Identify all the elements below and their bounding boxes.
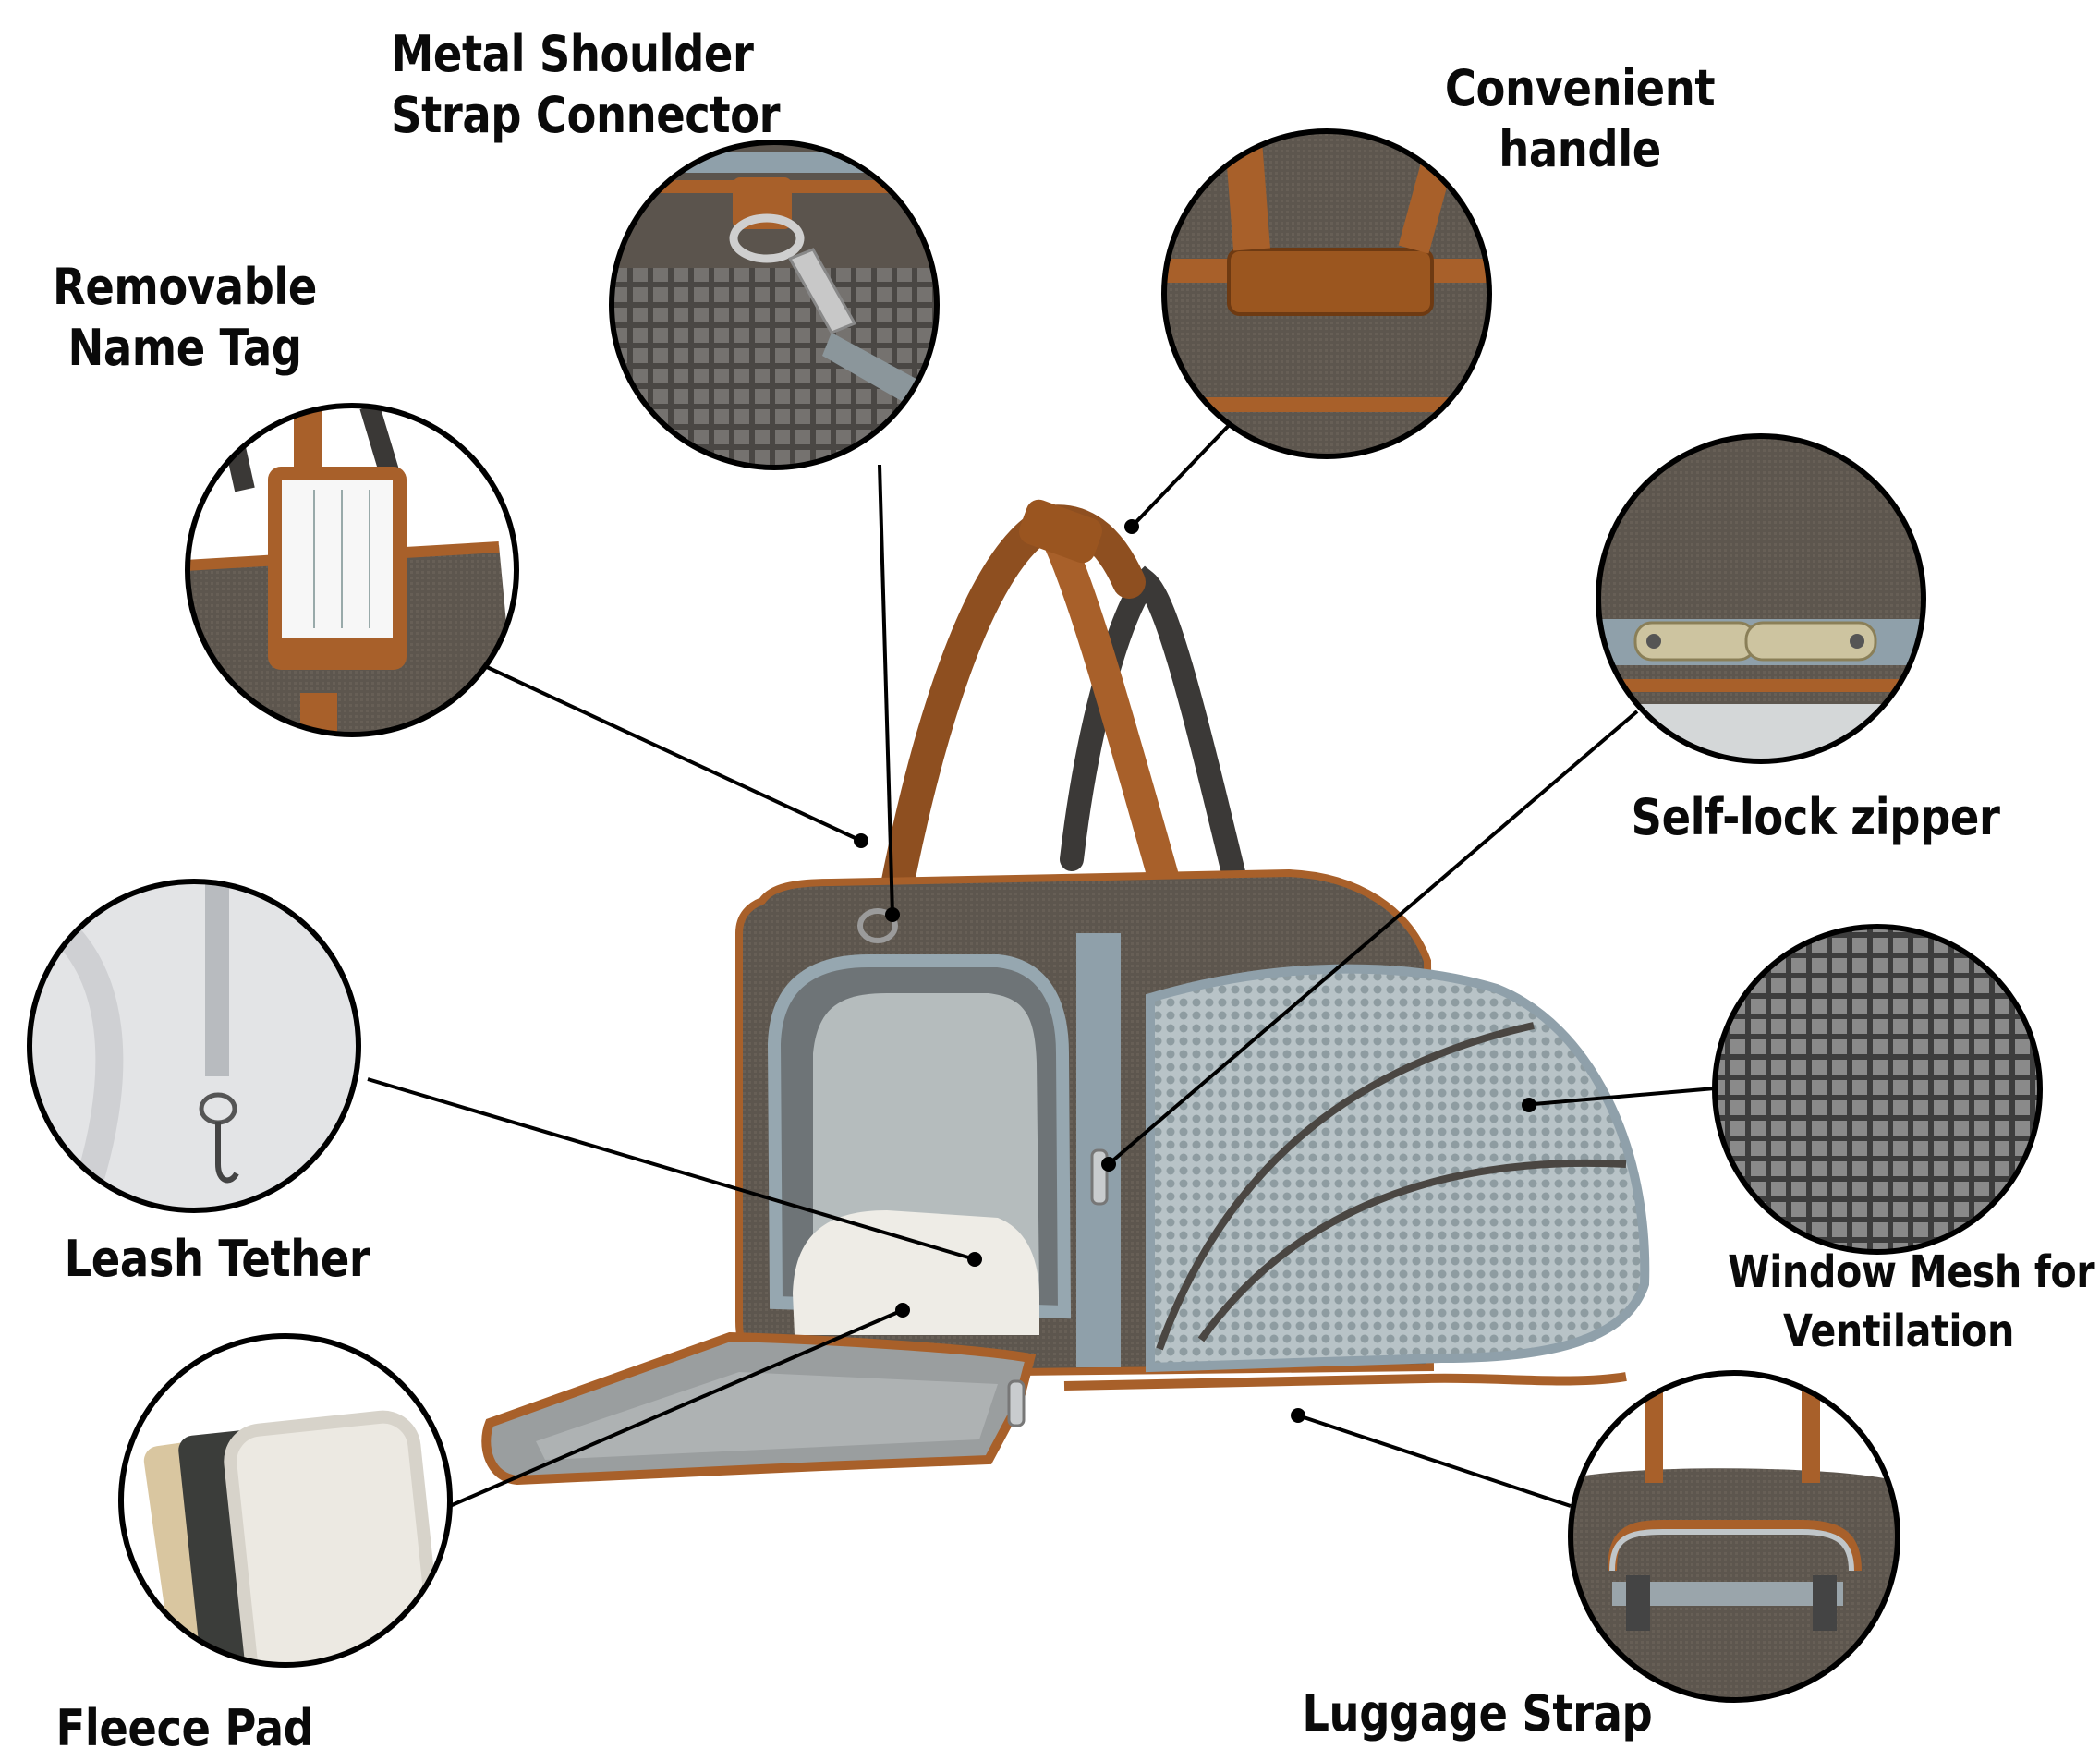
leader-metal [878,464,894,916]
dot-leash [967,1252,982,1267]
label-mesh-line1: Window Mesh for [1728,1246,2095,1298]
label-luggage-line1: Luggage Strap [1302,1684,1653,1743]
label-handle: Convenient handle [1417,58,1743,180]
label-zipper-line1: Self-lock zipper [1631,788,2000,846]
dot-handle [1124,519,1139,534]
dot-luggage [1291,1408,1305,1423]
label-metal-connector-line1: Metal Shoulder [391,25,754,83]
label-name-tag-line1: Removable [53,258,317,316]
tag-icon [185,403,519,737]
luggage-strap-icon [1568,1370,1900,1703]
fleece-pad-icon [118,1333,453,1668]
leader-lines [367,414,1716,1508]
dot-tag [854,833,868,848]
label-mesh: Window Mesh for Ventilation [1728,1243,2095,1361]
flap-zipper-pull [1007,1379,1026,1427]
label-metal-connector-line2: Strap Connector [391,86,781,144]
leader-mesh [1533,1087,1716,1106]
leader-fleece [449,1308,904,1508]
label-fleece: Fleece Pad [42,1698,328,1759]
fleece-pad-inside [793,1210,1039,1335]
label-leash: Leash Tether [55,1229,381,1290]
label-handle-line1: Convenient [1444,59,1716,117]
label-mesh-line2: Ventilation [1783,1306,2014,1357]
expansion-seam-2 [1197,1159,1627,1342]
handle-wrap [1018,499,1103,564]
leader-luggage [1297,1414,1572,1508]
dot-zipper [1101,1157,1116,1172]
label-zipper: Self-lock zipper [1601,787,2030,848]
label-leash-line1: Leash Tether [64,1230,370,1288]
back-strap [1060,565,1250,904]
d-ring [857,908,898,943]
label-handle-line2: handle [1499,120,1661,178]
label-name-tag-line2: Name Tag [67,319,302,377]
label-luggage: Luggage Strap [1302,1683,1653,1744]
front-flap-mesh [536,1372,998,1460]
expansion-seam-1 [1156,1022,1535,1351]
leader-handle [1130,414,1240,528]
leader-zipper [1107,710,1639,1166]
leader-dots [854,519,1536,1423]
dot-metal [885,907,900,922]
bag-base-trim [1063,1372,1627,1391]
dot-mesh [1522,1098,1536,1112]
leash-icon [27,879,361,1213]
leader-leash [367,1077,976,1261]
label-fleece-line1: Fleece Pad [55,1699,314,1757]
mesh-icon [1712,924,2043,1255]
label-metal-connector: Metal Shoulder Strap Connector [391,24,781,146]
zipper-icon [1596,433,1926,764]
pet-carrier-bag [481,499,1650,1486]
label-name-tag: Removable Name Tag [42,257,328,379]
dot-fleece [895,1303,910,1318]
leader-tag [486,665,862,843]
clip-hook-icon [609,140,940,470]
